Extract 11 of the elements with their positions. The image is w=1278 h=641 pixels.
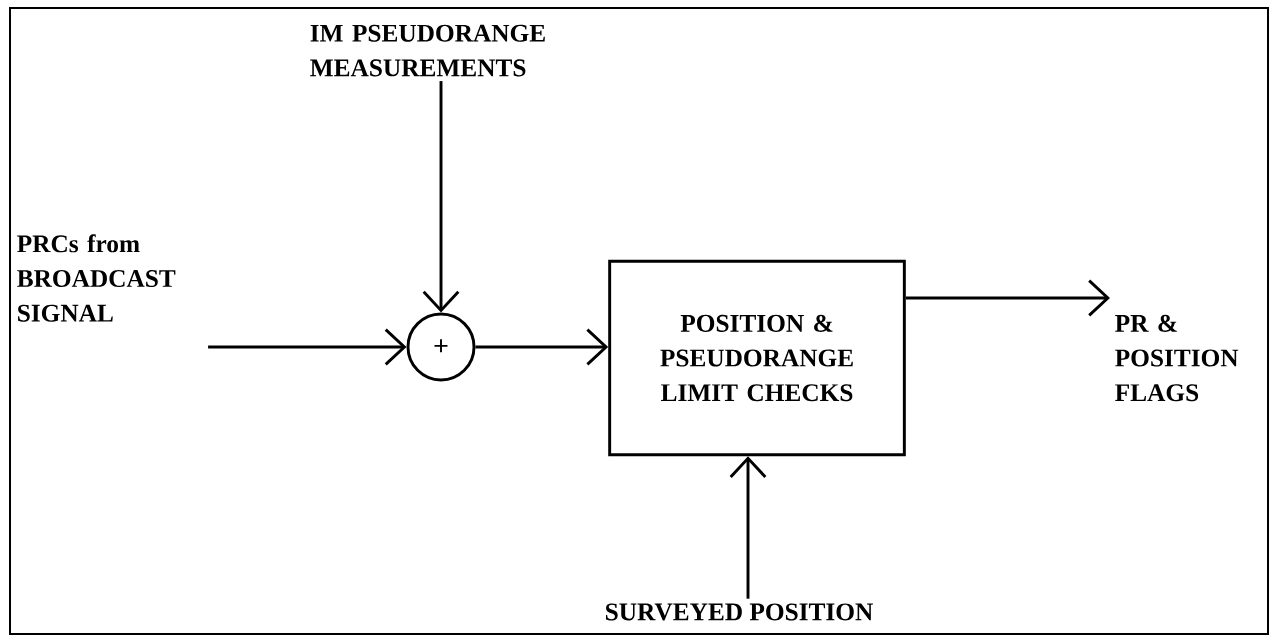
arrow	[475, 328, 609, 366]
arrow	[905, 279, 1110, 317]
arrow	[208, 328, 407, 366]
process-box: POSITION & PSEUDORANGE LIMIT CHECKS	[608, 259, 906, 457]
arrow	[422, 81, 460, 313]
output-label: PR & POSITION FLAGS	[1115, 314, 1239, 402]
arrow	[729, 456, 767, 599]
summing-junction: +	[406, 312, 476, 382]
input-label: PRCs from BROADCAST SIGNAL	[17, 234, 176, 322]
input-label: SURVEYED POSITION	[606, 603, 873, 621]
input-label: IM PSEUDORANGE MEASUREMENTS	[310, 24, 545, 77]
